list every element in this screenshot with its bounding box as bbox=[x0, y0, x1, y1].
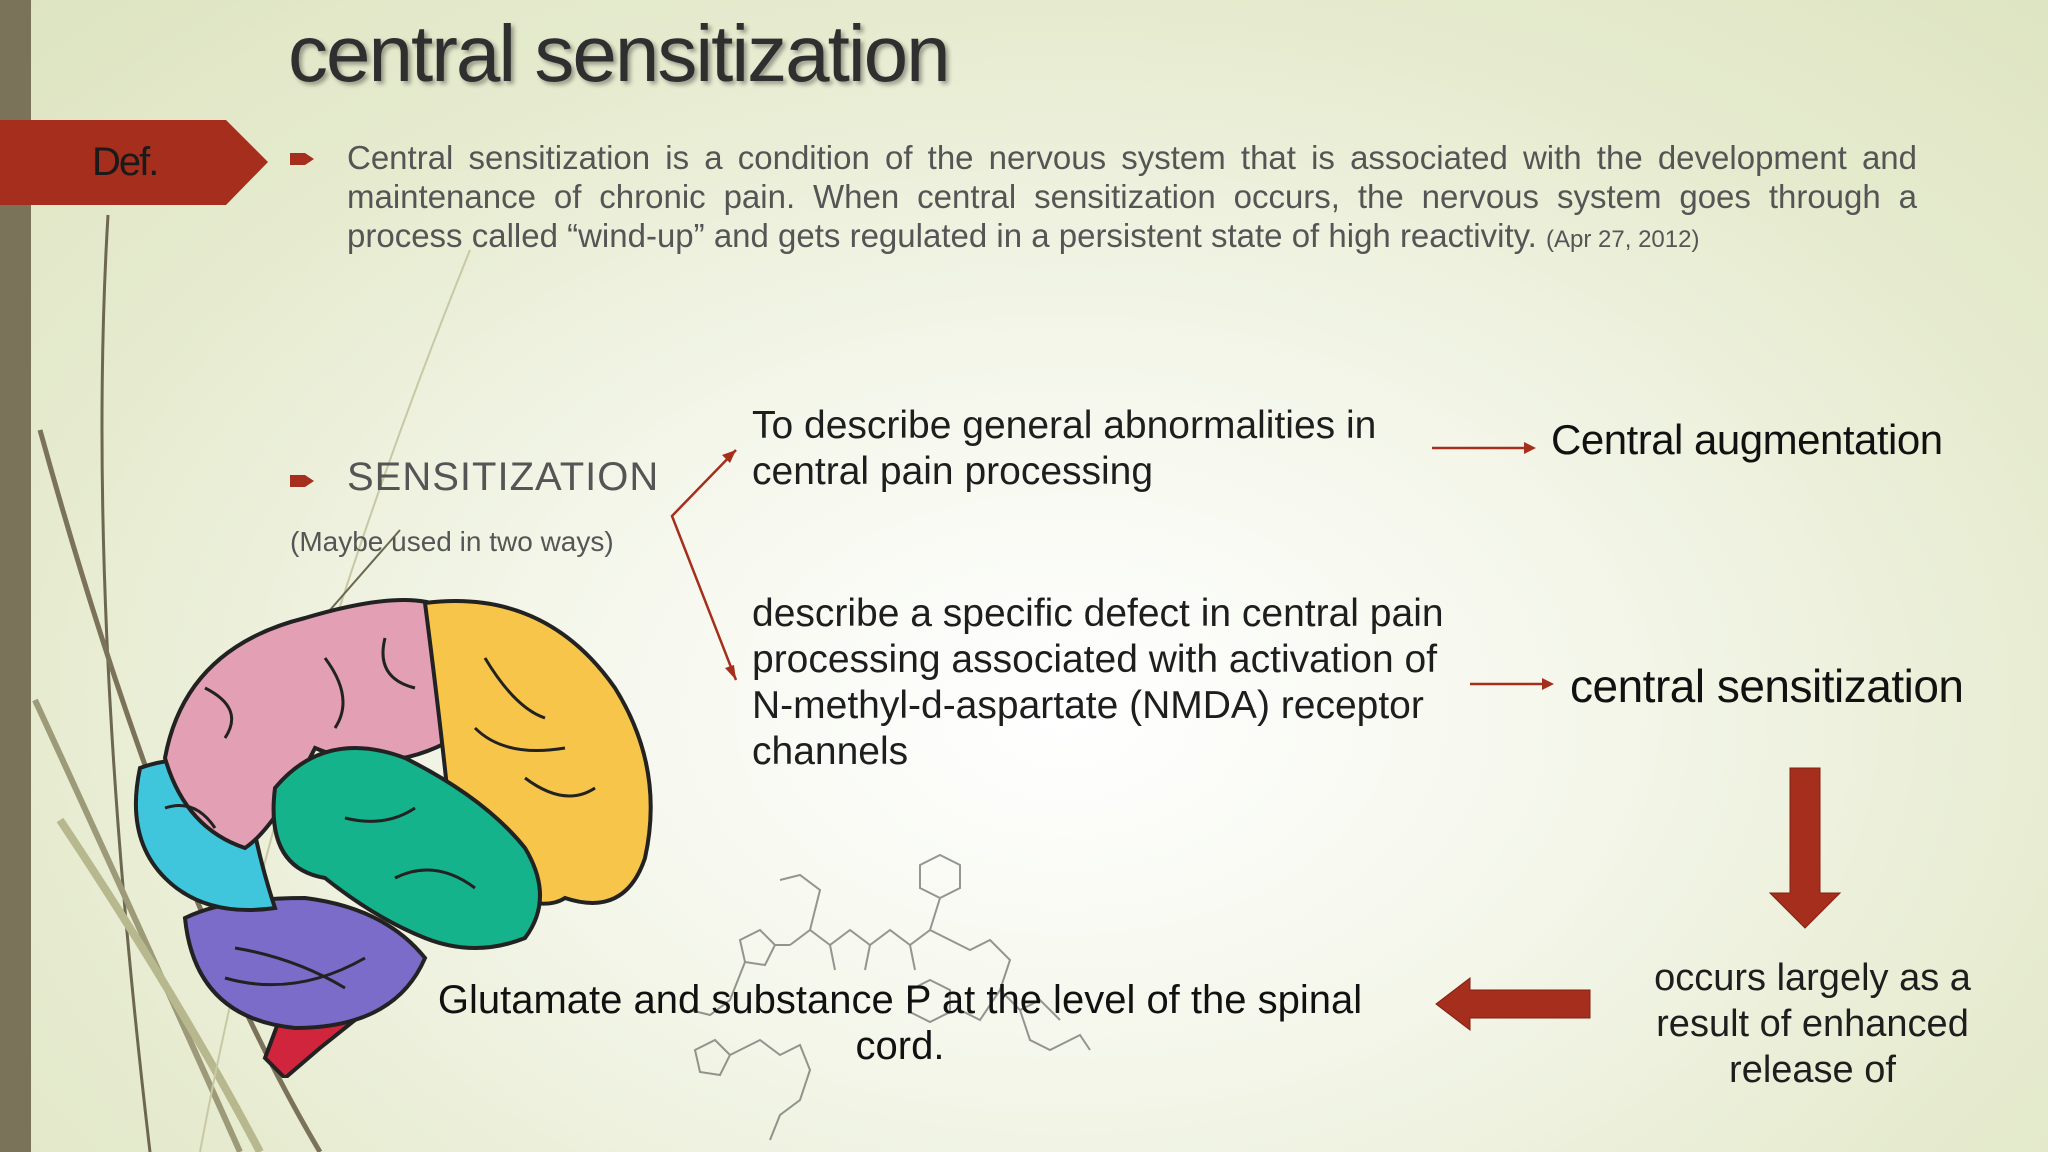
definition-tag-shape bbox=[0, 120, 268, 205]
sensitization-note: (Maybe used in two ways) bbox=[290, 526, 614, 557]
definition-text: Central sensitization is a condition of … bbox=[347, 138, 1917, 259]
slide-title: central sensitization bbox=[288, 9, 951, 98]
result-central-augmentation: Central augmentation bbox=[1551, 416, 1943, 463]
result-central-sensitization: central sensitization bbox=[1570, 660, 1964, 712]
definition-body: Central sensitization is a condition of … bbox=[347, 139, 1917, 254]
definition-tag-label: Def. bbox=[92, 140, 159, 184]
definition-date: (Apr 27, 2012) bbox=[1546, 226, 1700, 253]
enhanced-release-text: occurs largely as a result of enhanced r… bbox=[1654, 957, 1971, 1091]
arrow-bullet-icon bbox=[290, 153, 314, 165]
branch-specific-defect: describe a specific defect in central pa… bbox=[752, 592, 1444, 773]
molecule-structure-illustration bbox=[689, 853, 1091, 1141]
brain-illustration bbox=[133, 598, 653, 1078]
glutamate-substance-p-text: Glutamate and substance P at the level o… bbox=[437, 978, 1363, 1068]
arrow-bullet-icon bbox=[290, 475, 314, 487]
branch-general-abnormalities: To describe general abnormalities in cen… bbox=[752, 404, 1377, 493]
sensitization-heading: SENSITIZATION bbox=[347, 455, 660, 499]
